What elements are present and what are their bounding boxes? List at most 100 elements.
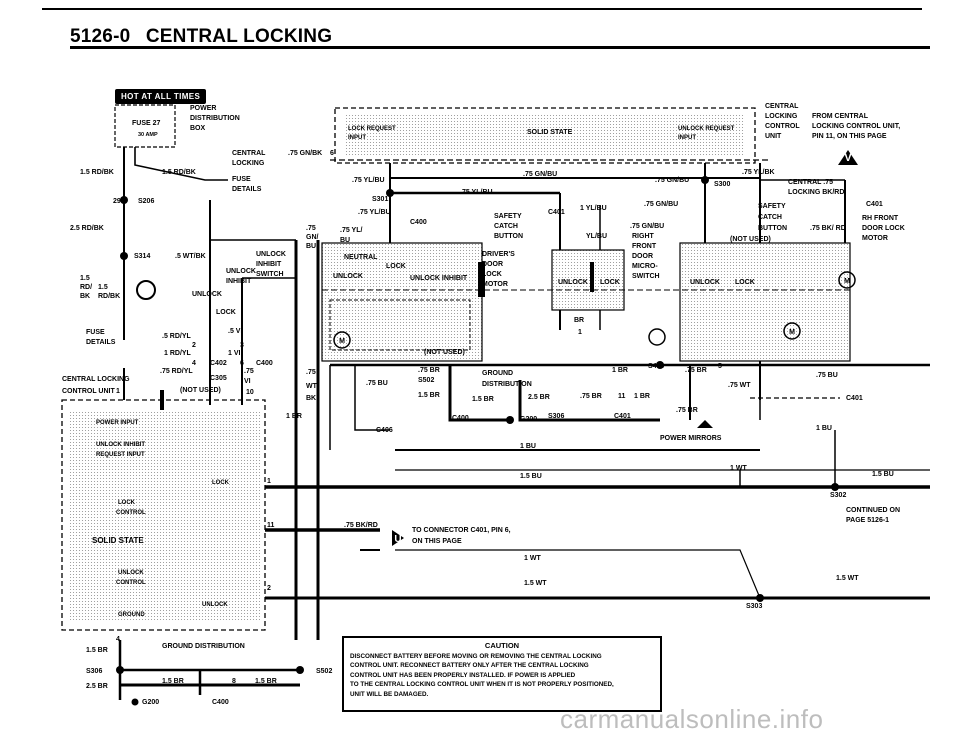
svg-text:M: M: [339, 338, 345, 345]
svg-text:1.5: 1.5: [80, 275, 90, 282]
splice-s301: [386, 189, 394, 197]
svg-text:1: 1: [578, 329, 582, 336]
splice-s409: [656, 361, 664, 369]
svg-text:CONTROL: CONTROL: [116, 580, 146, 586]
svg-text:DRIVER'S: DRIVER'S: [482, 251, 515, 258]
svg-text:10: 10: [246, 389, 254, 396]
micro-switch-box: [551, 249, 625, 311]
svg-text:GROUND: GROUND: [482, 370, 513, 377]
svg-text:1 BR: 1 BR: [286, 413, 302, 420]
svg-text:1 BU: 1 BU: [816, 425, 832, 432]
svg-text:S502: S502: [316, 668, 332, 675]
svg-text:4: 4: [192, 360, 196, 367]
svg-text:BOX: BOX: [190, 125, 206, 132]
svg-text:1.5 BR: 1.5 BR: [255, 678, 277, 685]
svg-text:RIGHT: RIGHT: [632, 233, 655, 240]
title-underline: [70, 46, 930, 49]
svg-text:.75 YL/BU: .75 YL/BU: [352, 177, 385, 184]
svg-text:C402: C402: [210, 360, 227, 367]
svg-text:2.5 RD/BK: 2.5 RD/BK: [70, 225, 104, 232]
svg-text:M: M: [844, 278, 850, 285]
svg-text:RD/: RD/: [80, 284, 92, 291]
svg-text:1.5 BU: 1.5 BU: [520, 473, 542, 480]
svg-text:UNLOCK: UNLOCK: [558, 279, 588, 286]
svg-text:FUSE: FUSE: [86, 329, 105, 336]
svg-text:.75 BK/ RD: .75 BK/ RD: [810, 225, 846, 232]
svg-text:BUTTON: BUTTON: [758, 225, 787, 232]
svg-text:LOCKING: LOCKING: [765, 113, 798, 120]
svg-text:1: 1: [267, 478, 271, 485]
svg-text:UNLOCK REQUEST: UNLOCK REQUEST: [678, 126, 735, 132]
splice-s502: [296, 666, 304, 674]
splice-s306: [116, 666, 124, 674]
svg-text:SWITCH: SWITCH: [632, 273, 660, 280]
svg-text:DOOR LOCK: DOOR LOCK: [862, 225, 905, 232]
page-title: 5126-0 CENTRAL LOCKING: [70, 26, 332, 48]
svg-text:LOCK: LOCK: [118, 500, 136, 506]
svg-text:2: 2: [192, 342, 196, 349]
svg-text:SOLID STATE: SOLID STATE: [527, 129, 573, 136]
svg-text:1 RD/YL: 1 RD/YL: [164, 350, 192, 357]
svg-text:WT/: WT/: [306, 383, 319, 390]
svg-text:SWITCH: SWITCH: [256, 271, 284, 278]
svg-text:.75: .75: [244, 368, 254, 375]
svg-text:.75 BR: .75 BR: [685, 367, 707, 374]
solid-state-region: [70, 410, 260, 620]
svg-text:CATCH: CATCH: [758, 214, 782, 221]
svg-text:S300: S300: [714, 181, 730, 188]
svg-text:(NOT USED): (NOT USED): [424, 349, 465, 356]
drivers-door-motor-box: [321, 242, 483, 362]
svg-text:GROUND: GROUND: [118, 612, 145, 618]
svg-text:UNLOCK: UNLOCK: [256, 251, 286, 258]
svg-text:1.5 BR: 1.5 BR: [472, 396, 494, 403]
svg-text:DETAILS: DETAILS: [86, 339, 116, 346]
svg-text:UNLOCK: UNLOCK: [202, 602, 228, 608]
svg-text:.75 GN/BU: .75 GN/BU: [655, 177, 689, 184]
svg-text:VI: VI: [244, 378, 251, 385]
svg-text:S301: S301: [372, 196, 388, 203]
svg-text:1.5: 1.5: [98, 284, 108, 291]
v-marker: V: [844, 152, 852, 164]
svg-text:.75 WT: .75 WT: [728, 382, 751, 389]
svg-text:.75: .75: [306, 369, 316, 376]
svg-text:DOOR: DOOR: [482, 261, 503, 268]
svg-text:CENTRAL LOCKING: CENTRAL LOCKING: [62, 376, 130, 383]
ground-g200: [506, 416, 514, 424]
svg-text:3: 3: [240, 342, 244, 349]
svg-text:DOOR: DOOR: [632, 253, 653, 260]
svg-text:.75 RD/YL: .75 RD/YL: [160, 368, 193, 375]
svg-text:C401: C401: [866, 201, 883, 208]
svg-text:GN/: GN/: [306, 234, 319, 241]
svg-text:1.5 BR: 1.5 BR: [162, 678, 184, 685]
svg-text:UNIT: UNIT: [765, 133, 782, 140]
svg-text:ON THIS PAGE: ON THIS PAGE: [412, 538, 462, 545]
svg-text:1.5 RD/BK: 1.5 RD/BK: [162, 169, 196, 176]
svg-text:CONTROL: CONTROL: [765, 123, 800, 130]
svg-text:LOCK: LOCK: [735, 279, 755, 286]
svg-text:S303: S303: [746, 603, 762, 610]
svg-text:UNLOCK INHIBIT: UNLOCK INHIBIT: [96, 442, 145, 448]
caution-line: DISCONNECT BATTERY BEFORE MOVING OR REMO…: [350, 652, 602, 660]
svg-text:CONTINUED ON: CONTINUED ON: [846, 507, 900, 514]
svg-text:8: 8: [232, 678, 236, 685]
svg-text:C406: C406: [376, 427, 393, 434]
splice-s206: [120, 196, 128, 204]
svg-text:UNLOCK: UNLOCK: [690, 279, 720, 286]
svg-text:YL/BU: YL/BU: [586, 233, 607, 240]
svg-text:BK: BK: [306, 395, 316, 402]
svg-text:S409: S409: [648, 363, 664, 370]
svg-text:.75 BK/RD: .75 BK/RD: [344, 522, 378, 529]
svg-text:REQUEST INPUT: REQUEST INPUT: [96, 452, 145, 458]
svg-text:1 WT: 1 WT: [524, 555, 541, 562]
svg-text:POWER MIRRORS: POWER MIRRORS: [660, 435, 722, 442]
svg-text:30 AMP: 30 AMP: [138, 132, 158, 138]
svg-text:LOCKING BK/RD: LOCKING BK/RD: [788, 189, 844, 196]
svg-text:LOCK: LOCK: [216, 309, 236, 316]
caution-line: CONTROL UNIT HAS BEEN PROPERLY INSTALLED…: [350, 671, 576, 679]
svg-text:U: U: [394, 534, 401, 545]
svg-text:NEUTRAL: NEUTRAL: [344, 254, 378, 261]
svg-text:1 WT: 1 WT: [730, 465, 747, 472]
svg-text:.75 GN/BU: .75 GN/BU: [523, 171, 557, 178]
svg-text:.75 YL/BU: .75 YL/BU: [358, 209, 391, 216]
